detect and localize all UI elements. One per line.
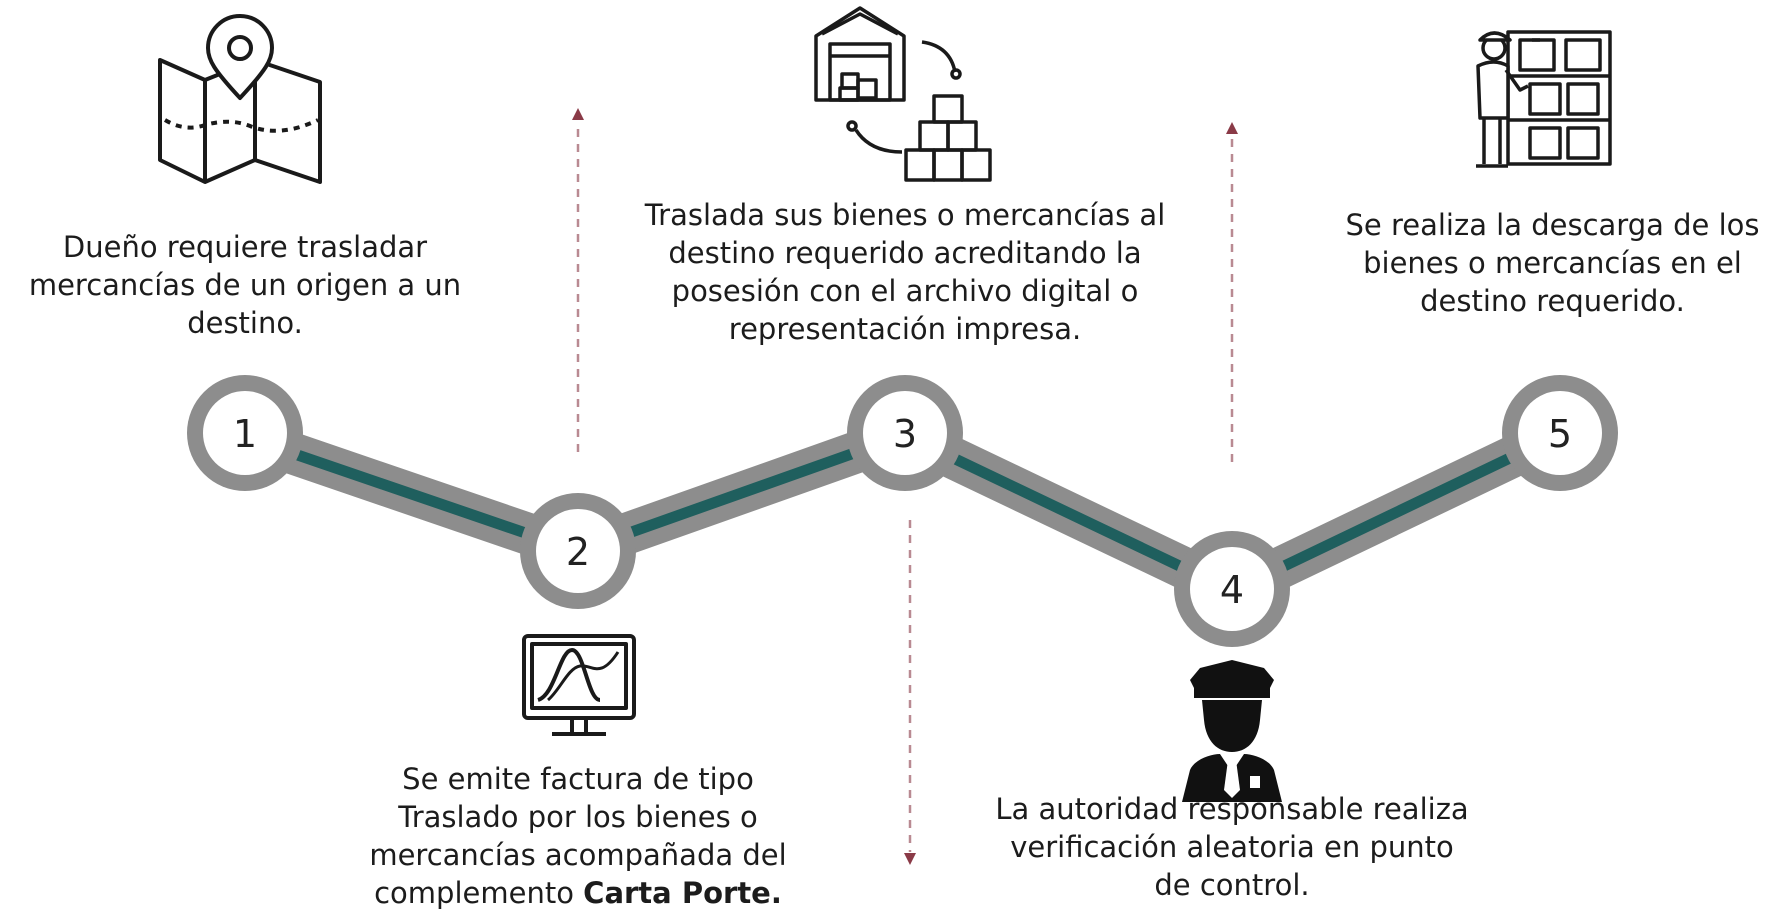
monitor-chart-icon [522,634,636,736]
step-2-description: Se emite factura de tipo Traslado por lo… [338,760,818,912]
step-number-4: 4 [1220,568,1244,612]
step-1-description: Dueño requiere trasladar mercancías de u… [28,230,462,340]
step-node-2: 2 [520,493,636,609]
step-2-text: Se emite factura de tipo Traslado por lo… [369,762,787,910]
step-number-3: 3 [893,412,917,456]
map-pin-icon [158,14,322,184]
step-node-5: 5 [1502,375,1618,491]
step-number-2: 2 [566,530,590,574]
step-node-4: 4 [1174,531,1290,647]
arrow-up-step2 [572,108,584,452]
step-5-description: Se realiza la descarga de los bienes o m… [1345,208,1760,318]
step-4-description: La autoridad responsable realiza verific… [995,792,1469,902]
step-node-3: 3 [847,375,963,491]
step-3-description: Traslada sus bienes o mercancías al dest… [644,198,1166,346]
warehouse-boxes-icon [814,6,992,182]
arrow-up-step4 [1226,122,1238,462]
police-officer-icon [1182,660,1282,802]
step-2-text-bold: Carta Porte. [583,876,782,910]
step-number-5: 5 [1548,412,1572,456]
arrow-down-step3 [904,520,916,865]
step-node-1: 1 [187,375,303,491]
worker-shelves-icon [1476,30,1612,168]
step-number-1: 1 [233,412,257,456]
